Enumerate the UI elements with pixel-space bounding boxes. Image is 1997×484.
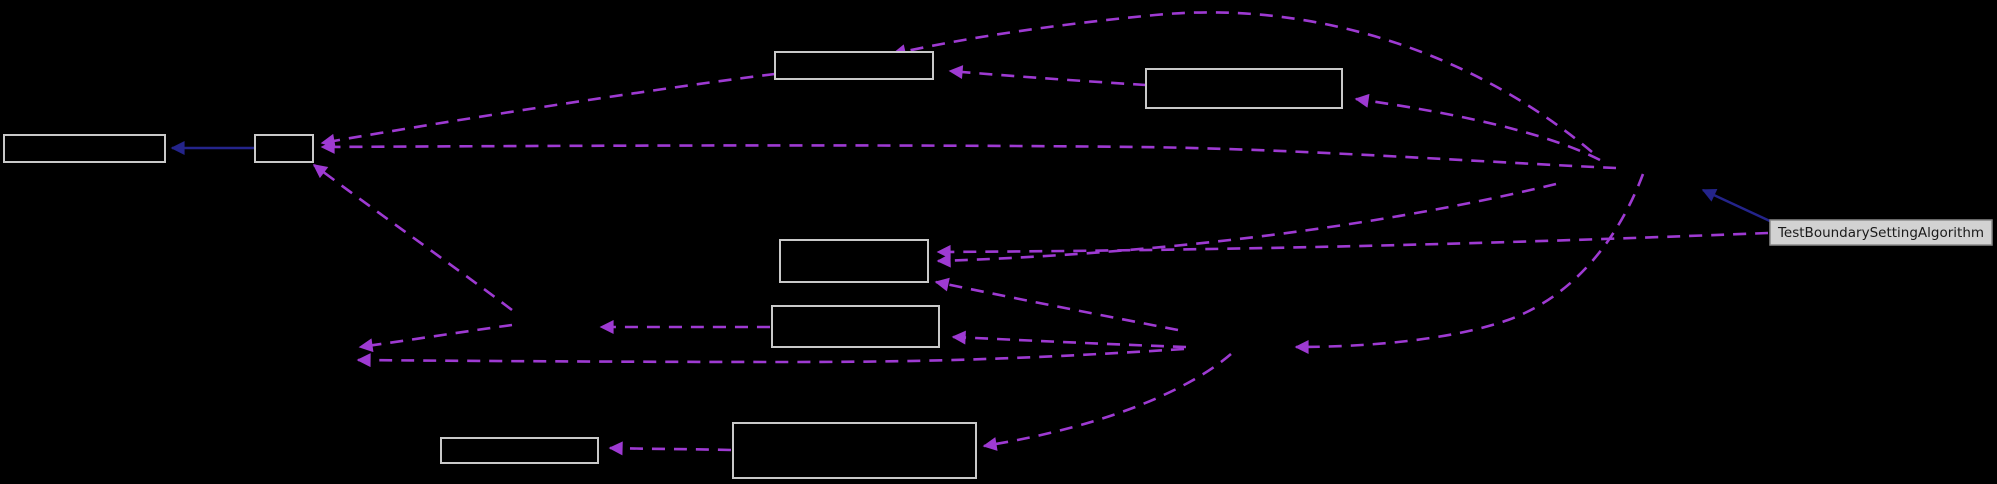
class-node-bottom-left[interactable] [440,437,599,464]
edge-label-to-mid1 [936,231,1769,259]
edge-hidden2-to-mid2 [951,330,1187,349]
labeled-class-node[interactable]: TestBoundarySettingAlgorithm [1769,219,1993,246]
edge-top-mid-to-small-box [320,72,776,148]
edge-hub-to-mid1 [936,182,1557,268]
label-node-box[interactable] [1769,219,1993,246]
edge-hidden3-to-small-box [312,163,513,312]
edge-bottom-right-to-bottom-left [608,441,732,456]
class-node-left[interactable] [3,134,166,163]
node-group [3,51,1343,479]
label-node-text: TestBoundarySettingAlgorithm [1777,225,1984,241]
edge-hub-to-top-mid-arc [891,11,1593,153]
class-node-top-mid[interactable] [774,51,934,80]
edge-top-right-to-top-mid [948,65,1147,87]
class-node-mid-2[interactable] [771,305,940,348]
class-node-bottom-right[interactable] [732,422,977,479]
edge-hidden2-to-mid1-corner [934,277,1179,332]
edge-hub-to-hidden2 [1294,173,1645,354]
solid-edge-group [170,141,1773,224]
edge-label-to-hub [1701,188,1773,224]
edge-hidden3-to-hidden4 [358,323,513,353]
dashed-edge-group [312,11,1769,456]
edge-hub-to-small-box [320,139,1617,170]
class-node-mid-1[interactable] [779,239,929,283]
edge-hub-to-top-right [1354,93,1601,162]
class-node-top-right[interactable] [1145,68,1343,109]
class-node-small[interactable] [254,134,314,163]
edge-hidden2-to-bottom-right [982,353,1232,451]
edge-hidden2-to-hidden4 [356,347,1185,368]
